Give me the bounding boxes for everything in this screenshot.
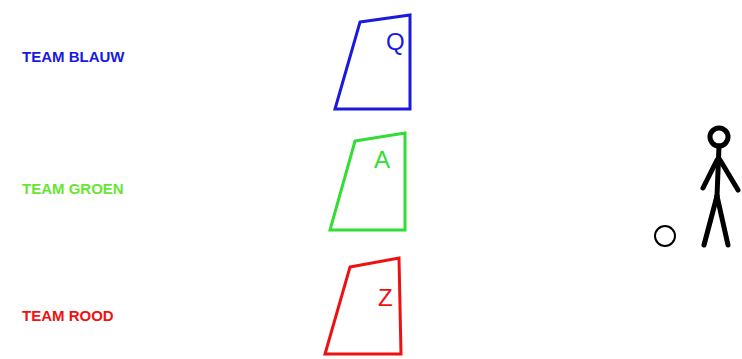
ball	[655, 226, 675, 246]
goal-shape: Q	[333, 13, 413, 112]
player-leg	[704, 196, 717, 245]
player-arm	[703, 160, 717, 188]
goal-letter: A	[374, 148, 390, 172]
goal-letter: Q	[386, 30, 405, 54]
goal-shape: Z	[323, 256, 405, 357]
goal-border	[325, 258, 401, 354]
goal-outline	[333, 13, 413, 112]
goal-outline	[328, 131, 408, 233]
player-leg	[717, 196, 728, 245]
team-label: TEAM GROEN	[22, 180, 124, 197]
player-head	[710, 128, 728, 146]
goal-border	[330, 133, 405, 230]
goal-shape: A	[328, 131, 408, 233]
team-label: TEAM BLAUW	[22, 48, 124, 65]
goal-border	[335, 15, 410, 109]
goal-letter: Z	[378, 286, 393, 310]
goal-outline	[323, 256, 405, 357]
player-arm	[720, 160, 738, 190]
player-body	[717, 146, 719, 196]
team-label: TEAM ROOD	[22, 307, 114, 324]
